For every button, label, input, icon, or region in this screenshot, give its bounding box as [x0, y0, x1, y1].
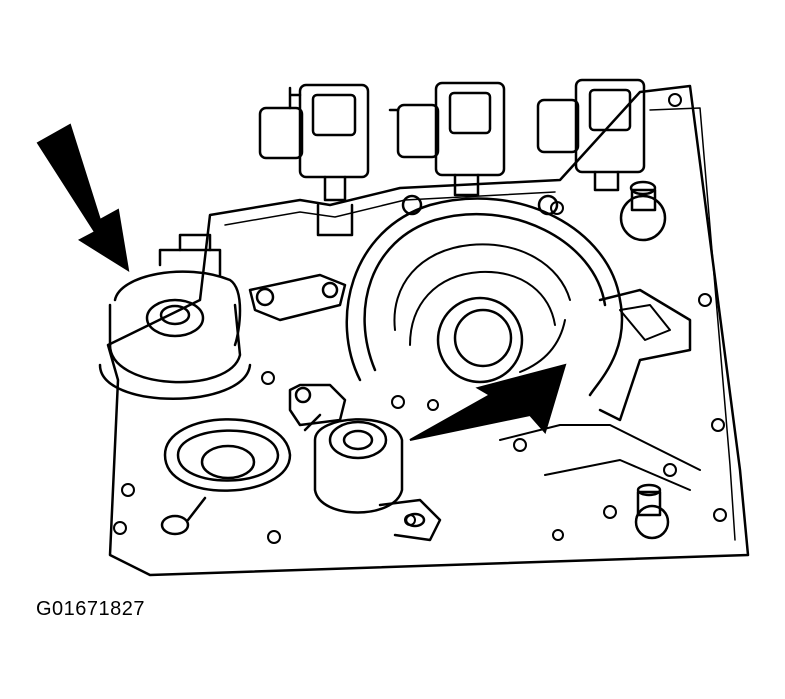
- plate-inner-edge: [224, 107, 736, 541]
- accumulator-bore: [345, 194, 692, 422]
- torque-converter-solenoid: [288, 383, 442, 542]
- linkage-bracket: [248, 273, 347, 322]
- passage-rib: [499, 424, 701, 491]
- pressure-control-solenoid: [98, 233, 252, 400]
- arrow-pointer-left-solenoid: [36, 123, 130, 273]
- valve-body-plate: [106, 84, 750, 577]
- cup-bore: [160, 418, 292, 536]
- solenoid-3: [536, 78, 646, 192]
- bolt-top-right: [619, 180, 667, 242]
- bolt-holes: [113, 93, 727, 544]
- solenoid-2: [388, 81, 506, 197]
- arrow-pointer-center-solenoid: [409, 363, 567, 441]
- figure-id-label: G01671827: [36, 598, 146, 620]
- bolt-lower-right: [634, 483, 670, 540]
- solenoid-1: [258, 83, 370, 237]
